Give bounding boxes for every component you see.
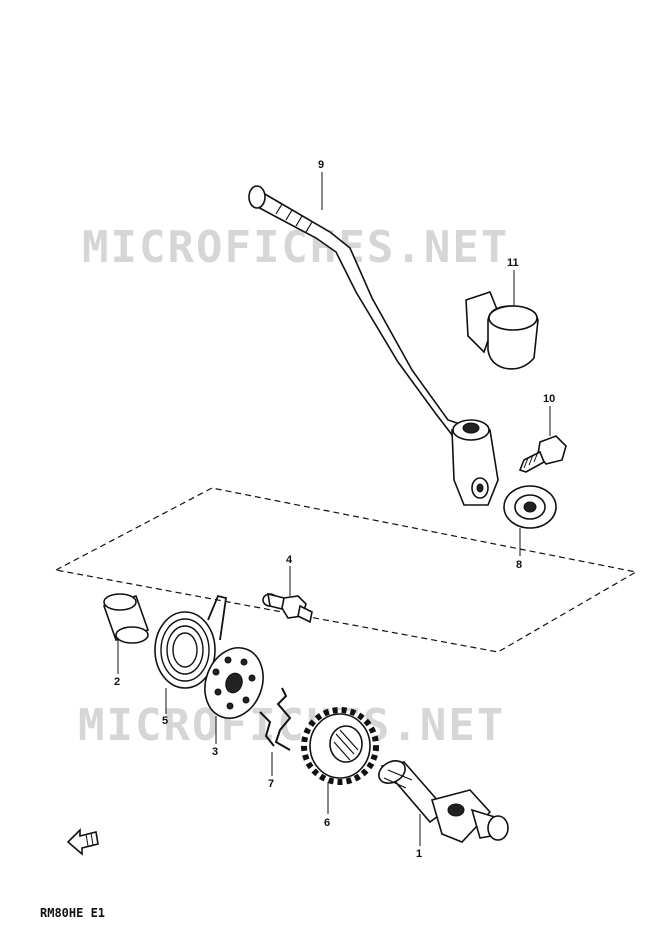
callout-8: 8 (516, 559, 522, 571)
lever-boot (465, 291, 539, 370)
callout-4: 4 (286, 554, 293, 566)
kick-lever (248, 185, 499, 506)
kick-gear (301, 707, 379, 785)
kick-spring (154, 594, 228, 689)
kick-shaft (378, 760, 509, 843)
callout-1: 1 (416, 848, 422, 860)
watermark-top: MICROFICHES.NET (82, 222, 509, 273)
bushing (102, 593, 150, 644)
bolt (518, 435, 567, 473)
callout-6: 6 (324, 817, 330, 829)
leader-lines (117, 172, 551, 846)
spring-clip (259, 687, 292, 751)
callout-11: 11 (507, 257, 519, 269)
direction-arrow-icon (66, 828, 99, 856)
oil-seal (503, 485, 557, 529)
callout-7: 7 (268, 778, 274, 790)
callout-9: 9 (318, 159, 324, 171)
callout-3: 3 (212, 746, 218, 758)
callout-2: 2 (114, 676, 120, 688)
watermark-bottom: MICROFICHES.NET (78, 700, 505, 751)
guide-pin (262, 592, 313, 624)
callout-5: 5 (162, 715, 168, 727)
callout-10: 10 (543, 393, 555, 405)
washer (204, 647, 264, 719)
diagram-code: RM80HE E1 (40, 906, 105, 920)
